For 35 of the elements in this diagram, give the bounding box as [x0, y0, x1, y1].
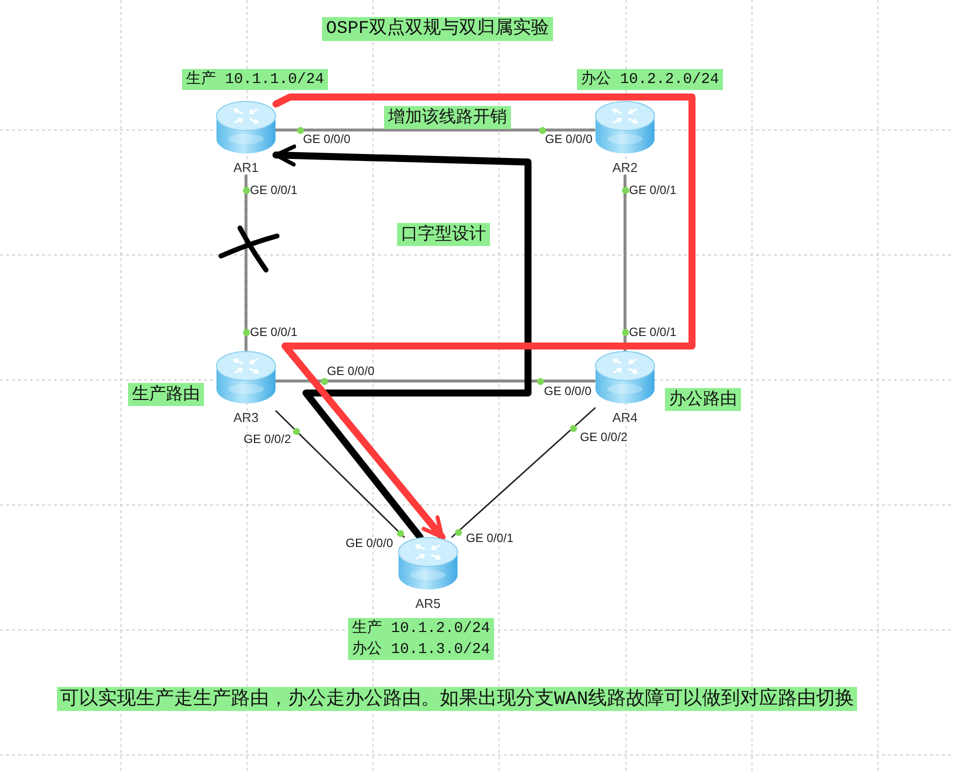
port-label: GE 0/0/1: [250, 325, 298, 339]
network-note: 办公 10.1.3.0/24: [348, 639, 494, 660]
port-label: GE 0/0/2: [580, 430, 628, 444]
router-label: AR3: [233, 410, 259, 426]
route-note: 办公路由: [665, 388, 741, 411]
port-label: GE 0/0/0: [327, 364, 374, 378]
router-label: AR4: [612, 410, 638, 426]
route-note: 生产路由: [128, 383, 204, 406]
port-label: GE 0/0/1: [629, 183, 676, 197]
traffic-path-arrow: [272, 144, 532, 540]
edge-label: 增加该线路开销: [384, 106, 511, 129]
link-line: [274, 128, 596, 132]
network-note: 生产 10.1.1.0/24: [182, 69, 328, 90]
port-label: GE 0/0/1: [250, 183, 298, 197]
router-label: AR5: [415, 596, 441, 612]
port-label: GE 0/0/1: [629, 325, 676, 339]
network-note: 办公 10.2.2.0/24: [577, 69, 724, 90]
port-label: GE 0/0/0: [303, 132, 350, 146]
link-line: [451, 407, 596, 538]
link-line: [275, 410, 405, 538]
design-note: 口字型设计: [397, 223, 490, 246]
diagram-title: OSPF双点双规与双归属实验: [322, 17, 554, 41]
link-line: [244, 174, 248, 352]
port-label: GE 0/0/0: [544, 384, 592, 398]
link-line: [624, 174, 626, 352]
port-label: GE 0/0/0: [346, 536, 393, 550]
port-label: GE 0/0/2: [244, 432, 291, 446]
router-label: AR1: [233, 160, 259, 176]
port-label: GE 0/0/1: [466, 531, 514, 545]
link-line: [274, 380, 596, 382]
network-note: 生产 10.1.2.0/24: [348, 618, 494, 639]
caption: 可以实现生产走生产路由，办公走办公路由。如果出现分支WAN线路故障可以做到对应路由切换: [57, 687, 858, 711]
port-label: GE 0/0/0: [545, 132, 592, 146]
router-label: AR2: [612, 160, 638, 176]
traffic-path-arrow: [272, 94, 696, 540]
